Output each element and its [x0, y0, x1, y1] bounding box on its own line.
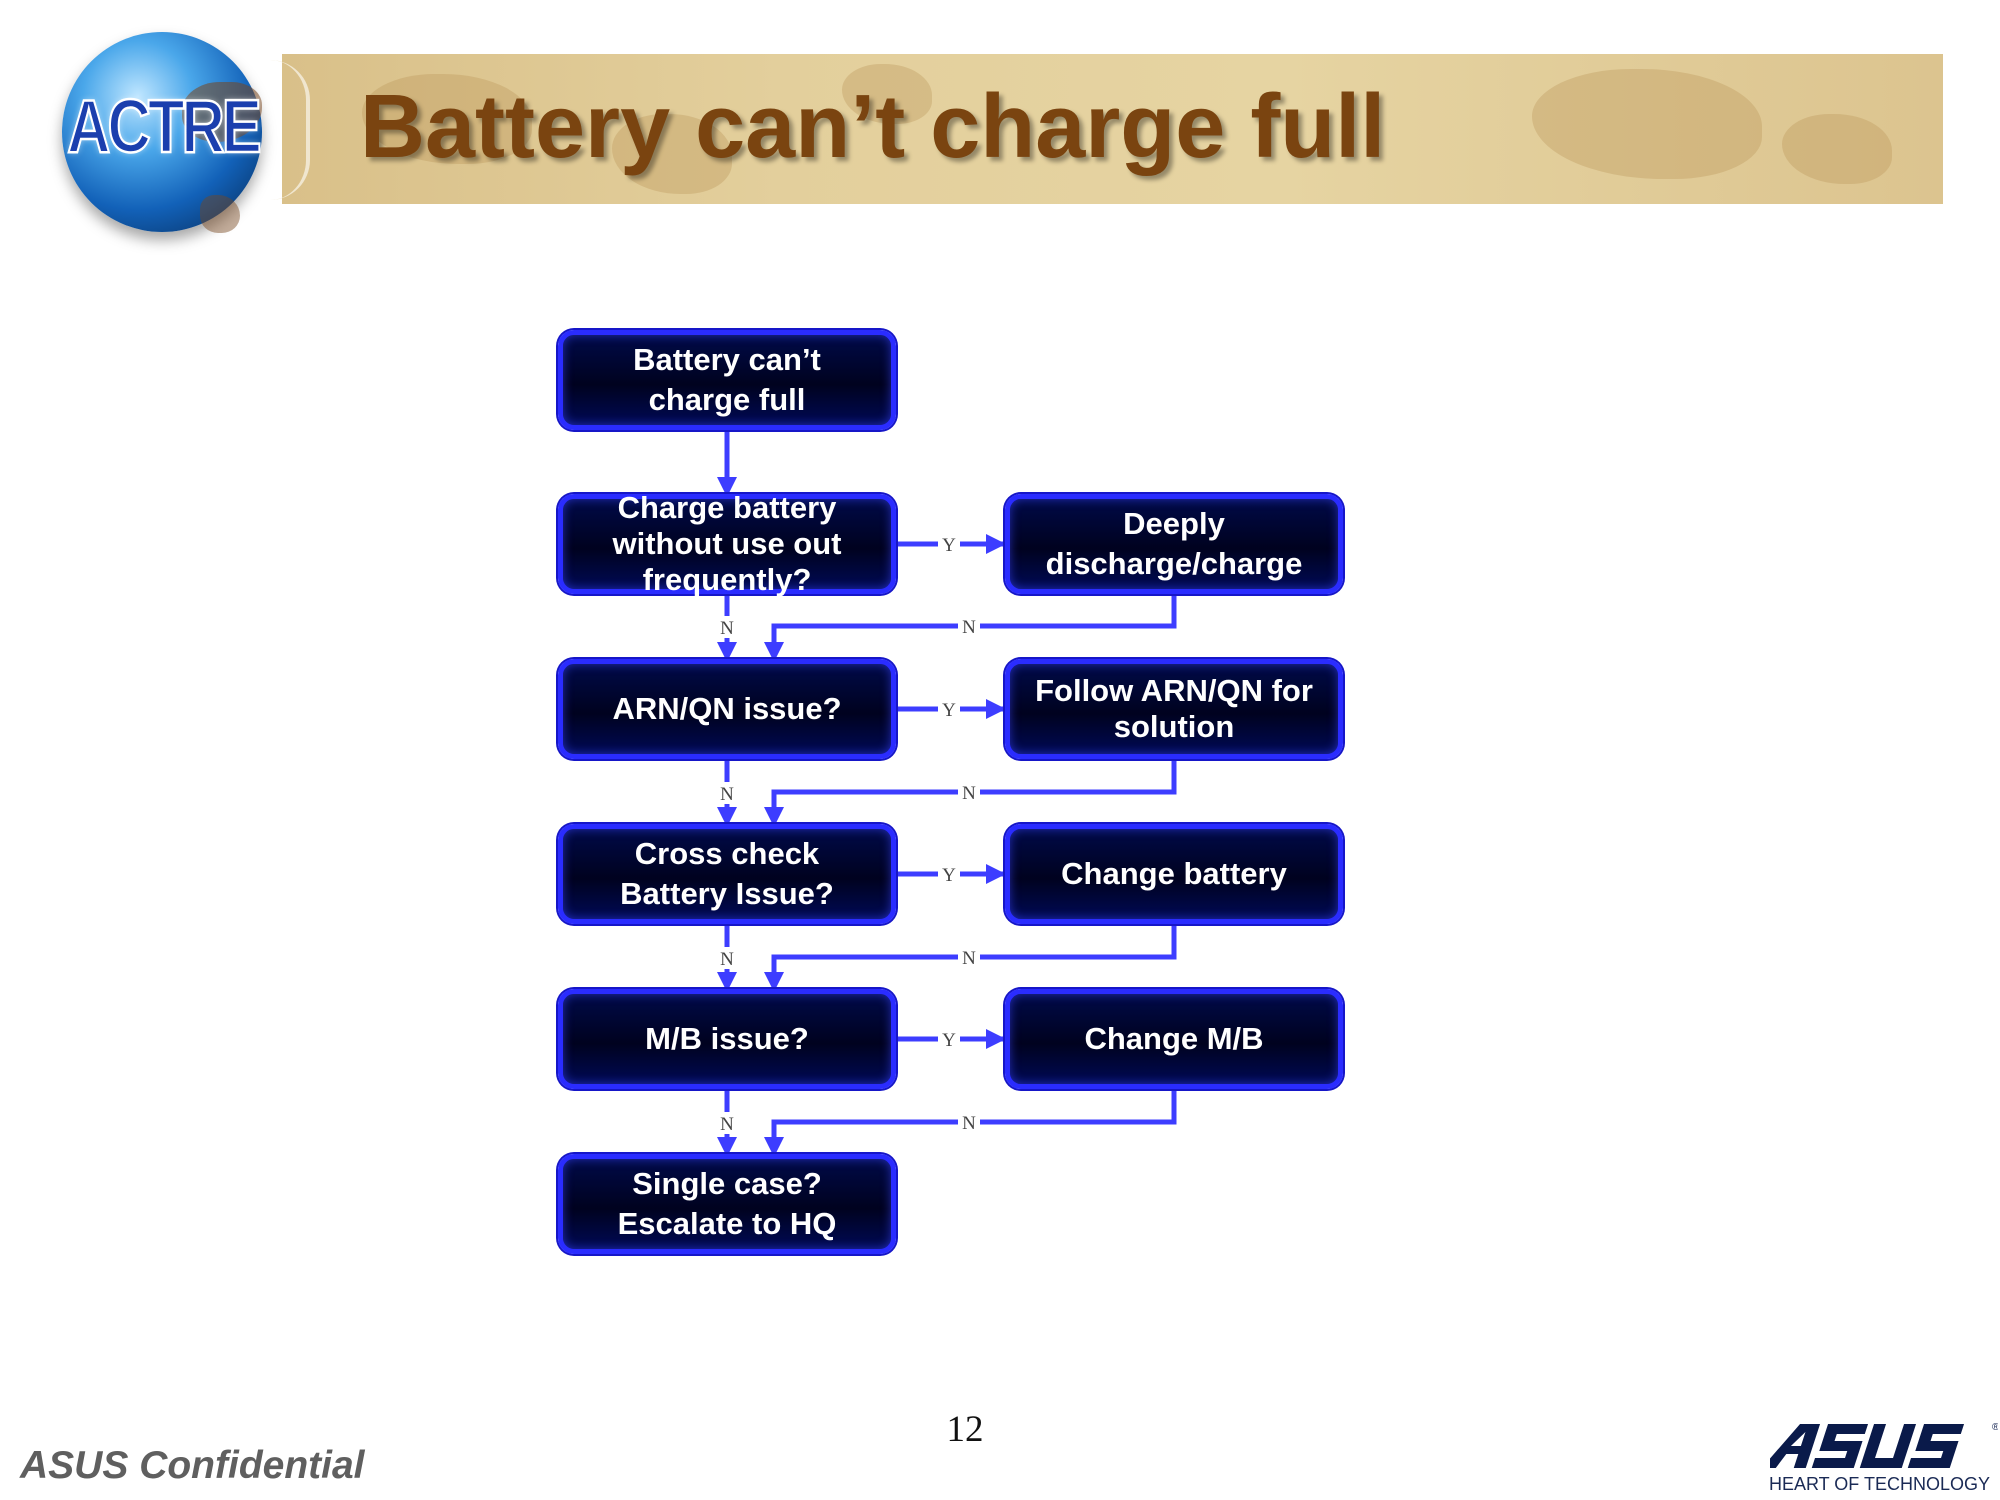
flow-node-change-battery: Change battery	[1005, 824, 1343, 924]
flow-node-escalate: Single case? Escalate to HQ	[558, 1154, 896, 1254]
no-label: N	[720, 618, 734, 639]
actre-logo-text: ACTRE	[66, 83, 263, 169]
no-label: N	[962, 948, 976, 969]
yes-label: Y	[942, 535, 956, 556]
yes-label: Y	[942, 1030, 956, 1051]
globe-land-decoration	[200, 195, 240, 233]
flow-node-change-mb: Change M/B	[1005, 989, 1343, 1089]
no-label: N	[720, 949, 734, 970]
no-label: N	[962, 617, 976, 638]
asus-logo: ®	[1770, 1422, 1998, 1468]
flow-node-charge-question: Charge battery without use out frequentl…	[558, 490, 896, 597]
flow-node-start: Battery can’t charge full	[558, 330, 896, 430]
flow-node-deeply-discharge: Deeply discharge/charge	[1005, 494, 1343, 594]
confidential-label: ASUS Confidential	[20, 1444, 365, 1487]
svg-text:®: ®	[1992, 1422, 1998, 1433]
yes-label: Y	[942, 700, 956, 721]
title-banner	[282, 54, 1943, 204]
flow-node-follow-arn: Follow ARN/QN for solution	[1005, 659, 1343, 759]
flow-node-cross-check-question: Cross check Battery Issue?	[558, 824, 896, 924]
no-label: N	[962, 1113, 976, 1134]
no-label: N	[720, 784, 734, 805]
flow-node-mb-question: M/B issue?	[558, 989, 896, 1089]
banner-arc-decoration	[270, 60, 310, 200]
asus-tagline: HEART OF TECHNOLOGY	[1768, 1474, 1990, 1494]
yes-label: Y	[942, 865, 956, 886]
page-number: 12	[946, 1409, 984, 1450]
page-title: Battery can’t charge full	[360, 77, 1386, 177]
flow-node-arn-question: ARN/QN issue?	[558, 659, 896, 759]
no-label: N	[720, 1114, 734, 1135]
no-label: N	[962, 783, 976, 804]
